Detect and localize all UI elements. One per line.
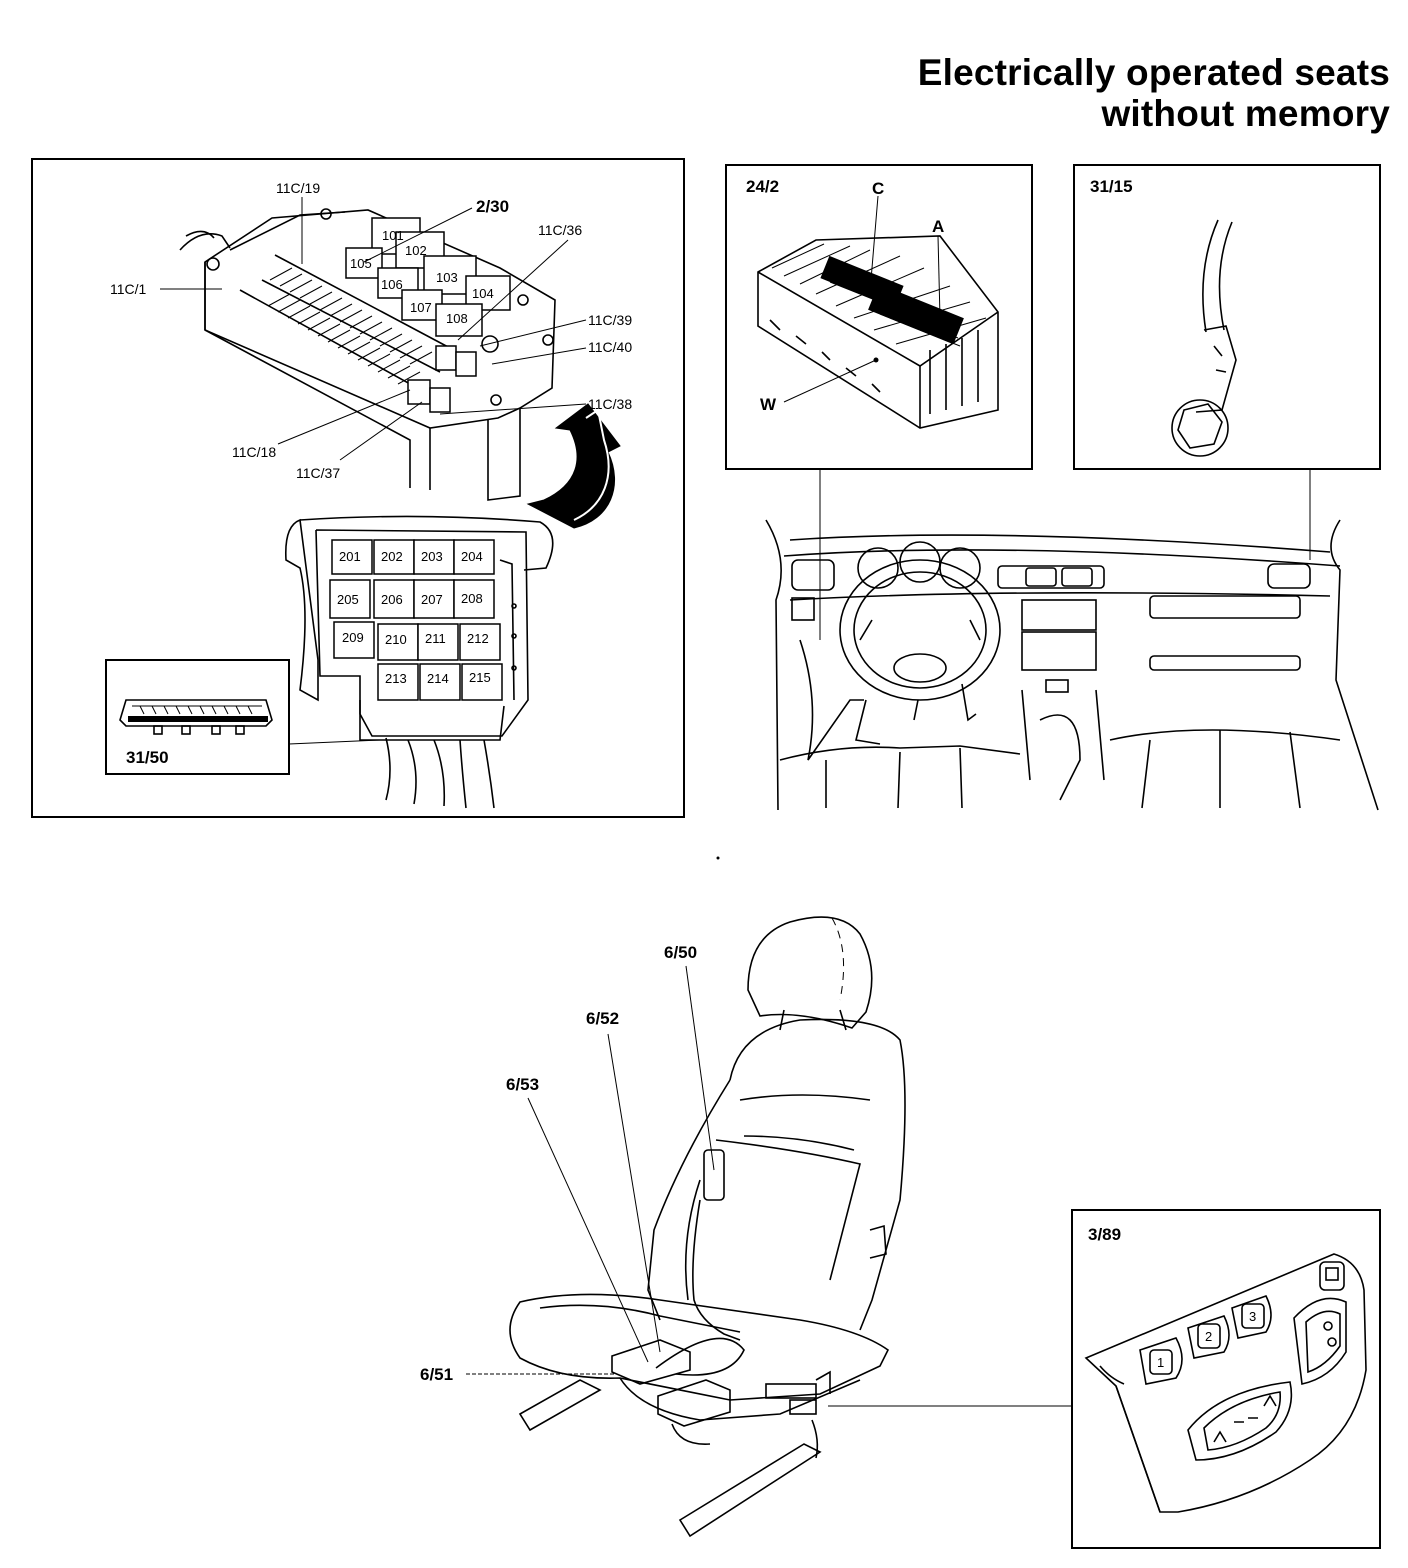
relay-202: 202 [381, 549, 403, 564]
fuse-rows [267, 267, 433, 385]
cushion-switch[interactable] [1187, 1381, 1293, 1461]
relay-108: 108 [446, 311, 468, 326]
label-c: C [872, 179, 884, 198]
page-title: Electrically operated seats without memo… [918, 52, 1390, 134]
label-11c-36: 11C/36 [538, 222, 582, 238]
memory-button-1-label: 1 [1157, 1355, 1164, 1370]
upper-relay-block [206, 208, 554, 413]
relay-208: 208 [461, 591, 483, 606]
relay-104: 104 [472, 286, 494, 301]
memory-button-3[interactable]: 3 [1231, 1295, 1272, 1339]
title-line-1: Electrically operated seats [917, 52, 1390, 93]
memory-button-3-label: 3 [1249, 1309, 1256, 1324]
lower-relay-box: 201 202 203 204 205 206 207 208 209 210 … [284, 515, 554, 809]
control-module-panel: 24/2 C A W [725, 164, 1033, 640]
seat-switch-frame [1071, 1209, 1381, 1549]
label-11c-37: 11C/37 [296, 465, 340, 481]
relay-204: 204 [461, 549, 483, 564]
relay-211: 211 [425, 631, 446, 646]
relay-207: 207 [421, 592, 443, 607]
label-11c-19: 11C/19 [276, 180, 320, 196]
relay-206: 206 [381, 592, 403, 607]
label-6-51: 6/51 [420, 1365, 453, 1384]
control-module-id: 24/2 [746, 177, 779, 196]
relay-215: 215 [469, 670, 491, 685]
label-a: A [932, 217, 944, 236]
backrest-switch[interactable] [1293, 1297, 1347, 1385]
switch-body [1084, 1253, 1367, 1513]
relay-203: 203 [421, 549, 443, 564]
title-line-2: without memory [1101, 93, 1390, 134]
relay-205: 205 [337, 592, 359, 607]
bolt-icon [1171, 219, 1237, 457]
control-module-frame [725, 164, 1033, 470]
relay-212: 212 [467, 631, 489, 646]
relay-210: 210 [385, 632, 407, 647]
relay-102: 102 [405, 243, 427, 258]
relay-214: 214 [427, 671, 449, 686]
connector-inset: 31/50 [105, 659, 381, 775]
label-6-50: 6/50 [664, 943, 697, 962]
relay-101: 101 [382, 228, 404, 243]
relay-213: 213 [385, 671, 407, 686]
label-11c-40: 11C/40 [588, 339, 632, 355]
relay-209: 209 [342, 630, 364, 645]
label-11c-39: 11C/39 [588, 312, 632, 328]
relay-107: 107 [410, 300, 432, 315]
label-11c-38: 11C/38 [588, 396, 632, 412]
label-2-30: 2/30 [476, 197, 509, 216]
relay-105: 105 [350, 256, 372, 271]
curved-arrow-icon [526, 403, 621, 529]
label-31-50: 31/50 [126, 748, 169, 767]
label-11c-1: 11C/1 [110, 281, 147, 297]
fusebox-panel: 101 102 103 104 105 106 107 108 11C/19 1… [31, 158, 685, 818]
dashboard-illustration [765, 519, 1379, 811]
seat-switch-id: 3/89 [1088, 1225, 1121, 1244]
memory-button-2[interactable]: 2 [1187, 1315, 1230, 1359]
fusebox-callouts: 11C/19 11C/1 2/30 11C/36 11C/39 11C/40 1… [110, 180, 632, 481]
label-6-53: 6/53 [506, 1075, 539, 1094]
label-11c-18: 11C/18 [232, 444, 276, 460]
relay-201: 201 [339, 549, 361, 564]
relay-103: 103 [436, 270, 458, 285]
control-module-body [757, 235, 999, 429]
seat-switch-panel: 3/89 1 2 3 [1071, 1209, 1381, 1549]
ground-point-id: 31/15 [1090, 177, 1133, 196]
relay-106: 106 [381, 277, 403, 292]
label-6-52: 6/52 [586, 1009, 619, 1028]
ground-point-panel: 31/15 [1073, 164, 1381, 560]
seat-illustration: 6/50 6/52 6/53 6/51 [420, 916, 1072, 1538]
label-w: W [760, 395, 777, 414]
lower-relay-grid [329, 539, 503, 701]
set-button[interactable] [1319, 1261, 1345, 1291]
relay-box-housing: 101 102 103 104 105 106 107 108 [179, 208, 556, 501]
memory-button-1[interactable]: 1 [1139, 1337, 1183, 1385]
memory-button-2-label: 2 [1205, 1329, 1212, 1344]
